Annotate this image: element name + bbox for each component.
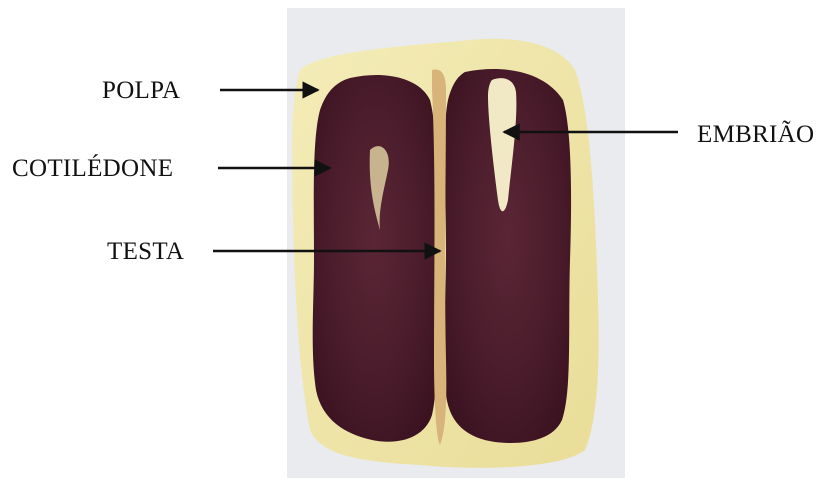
embriao-label: EMBRIÃO xyxy=(697,122,814,147)
cotiledone-label: COTILÉDONE xyxy=(12,156,173,181)
left-cotyledon xyxy=(313,75,437,442)
testa-label: TESTA xyxy=(107,239,184,264)
polpa-label: POLPA xyxy=(102,78,180,103)
